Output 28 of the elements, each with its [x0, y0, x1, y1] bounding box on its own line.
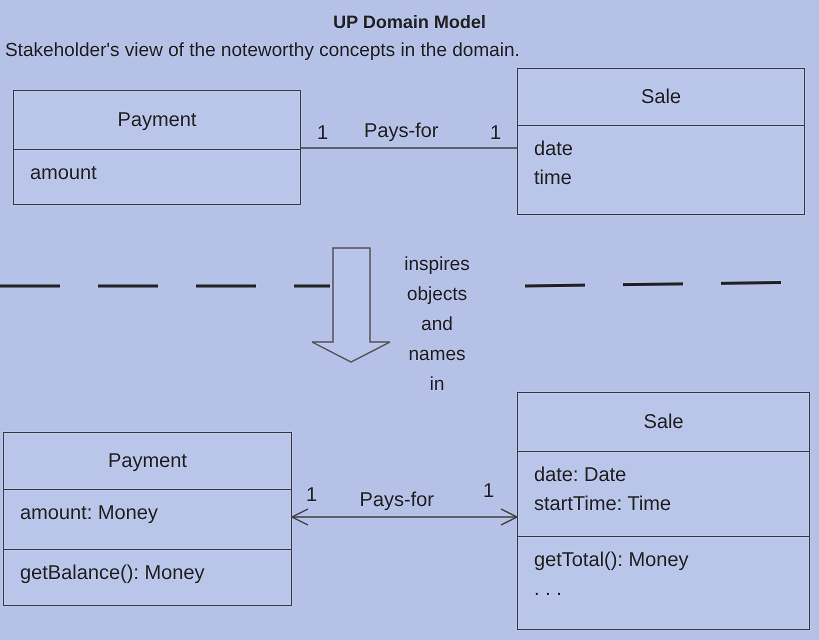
attribute-text: startTime: Time	[534, 492, 672, 517]
attribute-text: time	[534, 166, 572, 191]
association-line	[291, 508, 518, 526]
class-name: Payment	[108, 448, 187, 474]
attribute-text: amount	[30, 161, 97, 186]
note-text: inspires objects and names in	[403, 253, 471, 397]
class-box	[3, 432, 292, 606]
class-name: Payment	[118, 108, 196, 132]
subtitle: Stakeholder's view of the noteworthy concepts in the domain.	[5, 40, 520, 62]
class-name: Sale	[643, 410, 684, 434]
class-box	[517, 68, 805, 215]
operation-text: . . .	[534, 577, 562, 602]
attribute-text: date: Date	[534, 463, 626, 488]
operation-text: getBalance(): Money	[20, 561, 205, 586]
class-name: Sale	[640, 84, 682, 110]
class-box	[13, 90, 301, 205]
attribute-text: date	[534, 137, 573, 162]
operation-text: getTotal(): Money	[534, 548, 689, 573]
multiplicity: 1	[483, 480, 494, 503]
association-line	[301, 147, 517, 149]
multiplicity: 1	[306, 484, 318, 507]
class-box	[517, 392, 810, 630]
multiplicity: 1	[490, 122, 502, 145]
title: UP Domain Model	[332, 12, 487, 33]
multiplicity: 1	[317, 122, 328, 145]
attribute-text: amount: Money	[20, 501, 158, 526]
edge-label: Pays-for	[363, 120, 440, 143]
edge-label: Pays-for	[358, 489, 435, 512]
